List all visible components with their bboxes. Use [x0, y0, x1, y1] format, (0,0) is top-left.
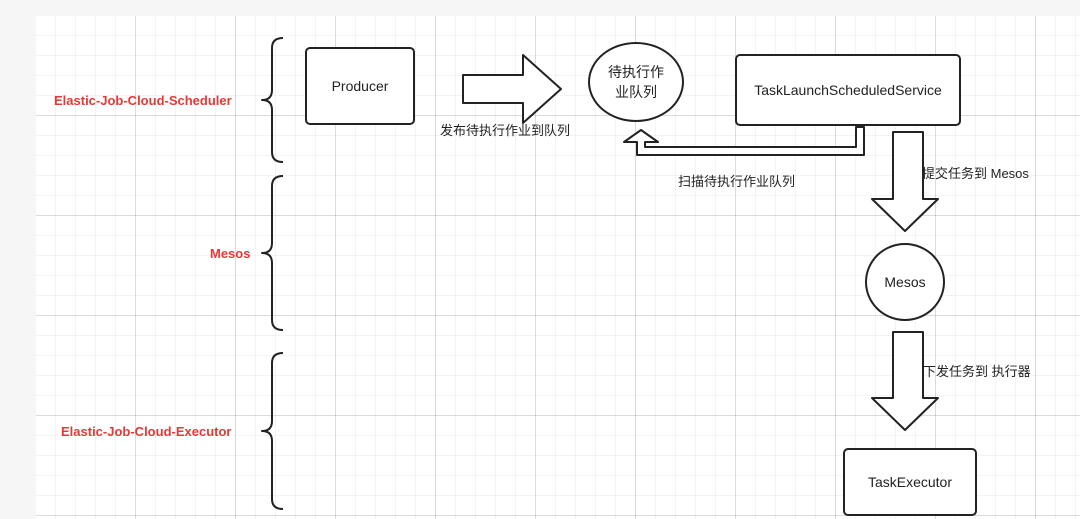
- brace-scheduler: [261, 37, 284, 163]
- edge-label-publish: 发布待执行作业到队列: [440, 123, 571, 138]
- node-launch-service-label: TaskLaunchScheduledService: [754, 82, 942, 98]
- arrow-scan: [623, 126, 865, 156]
- node-queue-label: 待执行作业队列: [608, 64, 664, 100]
- lane-label-scheduler: Elastic-Job-Cloud-Scheduler: [54, 93, 232, 108]
- edge-label-dispatch: 下发任务到 执行器: [923, 364, 1031, 379]
- arrow-publish: [462, 54, 562, 124]
- node-mesos: Mesos: [865, 243, 945, 321]
- node-launch-service: TaskLaunchScheduledService: [735, 54, 961, 126]
- node-mesos-label: Mesos: [884, 274, 926, 290]
- node-executor-label: TaskExecutor: [867, 474, 953, 490]
- brace-mesos: [261, 175, 284, 331]
- brace-executor: [261, 352, 284, 510]
- lane-label-mesos: Mesos: [210, 246, 251, 261]
- lane-label-executor: Elastic-Job-Cloud-Executor: [61, 424, 232, 439]
- arrow-dispatch: [871, 331, 939, 431]
- edge-label-scan: 扫描待执行作业队列: [678, 174, 796, 189]
- node-executor: TaskExecutor: [843, 448, 977, 516]
- node-producer: Producer: [305, 47, 415, 125]
- node-producer-label: Producer: [331, 78, 389, 94]
- edge-label-submit: 提交任务到 Mesos: [922, 166, 1029, 181]
- arrow-submit: [871, 131, 939, 232]
- node-queue: 待执行作业队列: [588, 42, 684, 122]
